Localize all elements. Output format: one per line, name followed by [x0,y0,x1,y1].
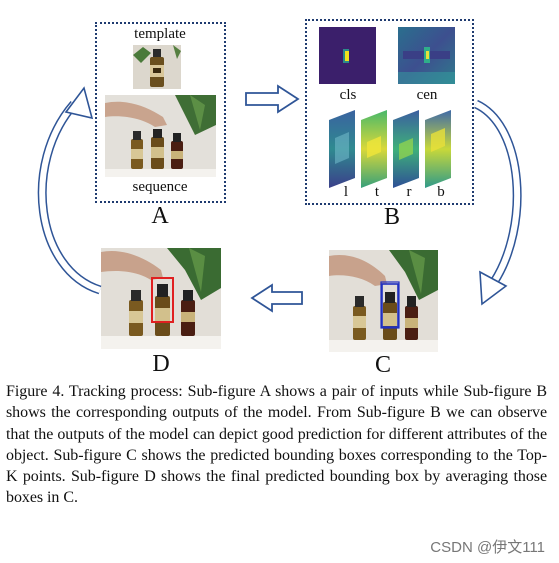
b-label: b [437,184,445,200]
cen-heatmap [398,27,455,84]
arrow-c-to-d-icon [250,283,303,313]
arrow-a-to-b-icon [245,84,300,114]
l-label: l [343,184,349,200]
curved-arrow-b-to-c-icon [473,99,522,306]
panel-c-image [329,250,438,352]
letter-c: C [374,352,391,378]
box-b [305,19,474,205]
curved-arrow-d-to-a-icon [37,86,102,295]
letter-a: A [151,203,169,229]
cls-label: cls [339,87,357,103]
panel-d-image [101,248,221,349]
sequence-image [105,95,216,177]
sequence-label: sequence [132,179,188,195]
watermark: CSDN @伊文111 [430,539,545,556]
figure-caption: Figure 4. Tracking process: Sub-figure A… [6,383,547,507]
template-label: template [134,26,186,42]
ltrb-heatmaps [329,110,451,188]
topk-bounding-boxes [381,283,399,328]
r-label: r [406,184,412,200]
cls-heatmap [319,27,376,84]
cen-label: cen [416,87,438,103]
t-label: t [374,184,380,200]
letter-d: D [152,351,170,377]
template-image [133,45,181,89]
letter-b: B [383,204,400,230]
final-bounding-box [151,277,174,323]
box-a [95,22,226,203]
